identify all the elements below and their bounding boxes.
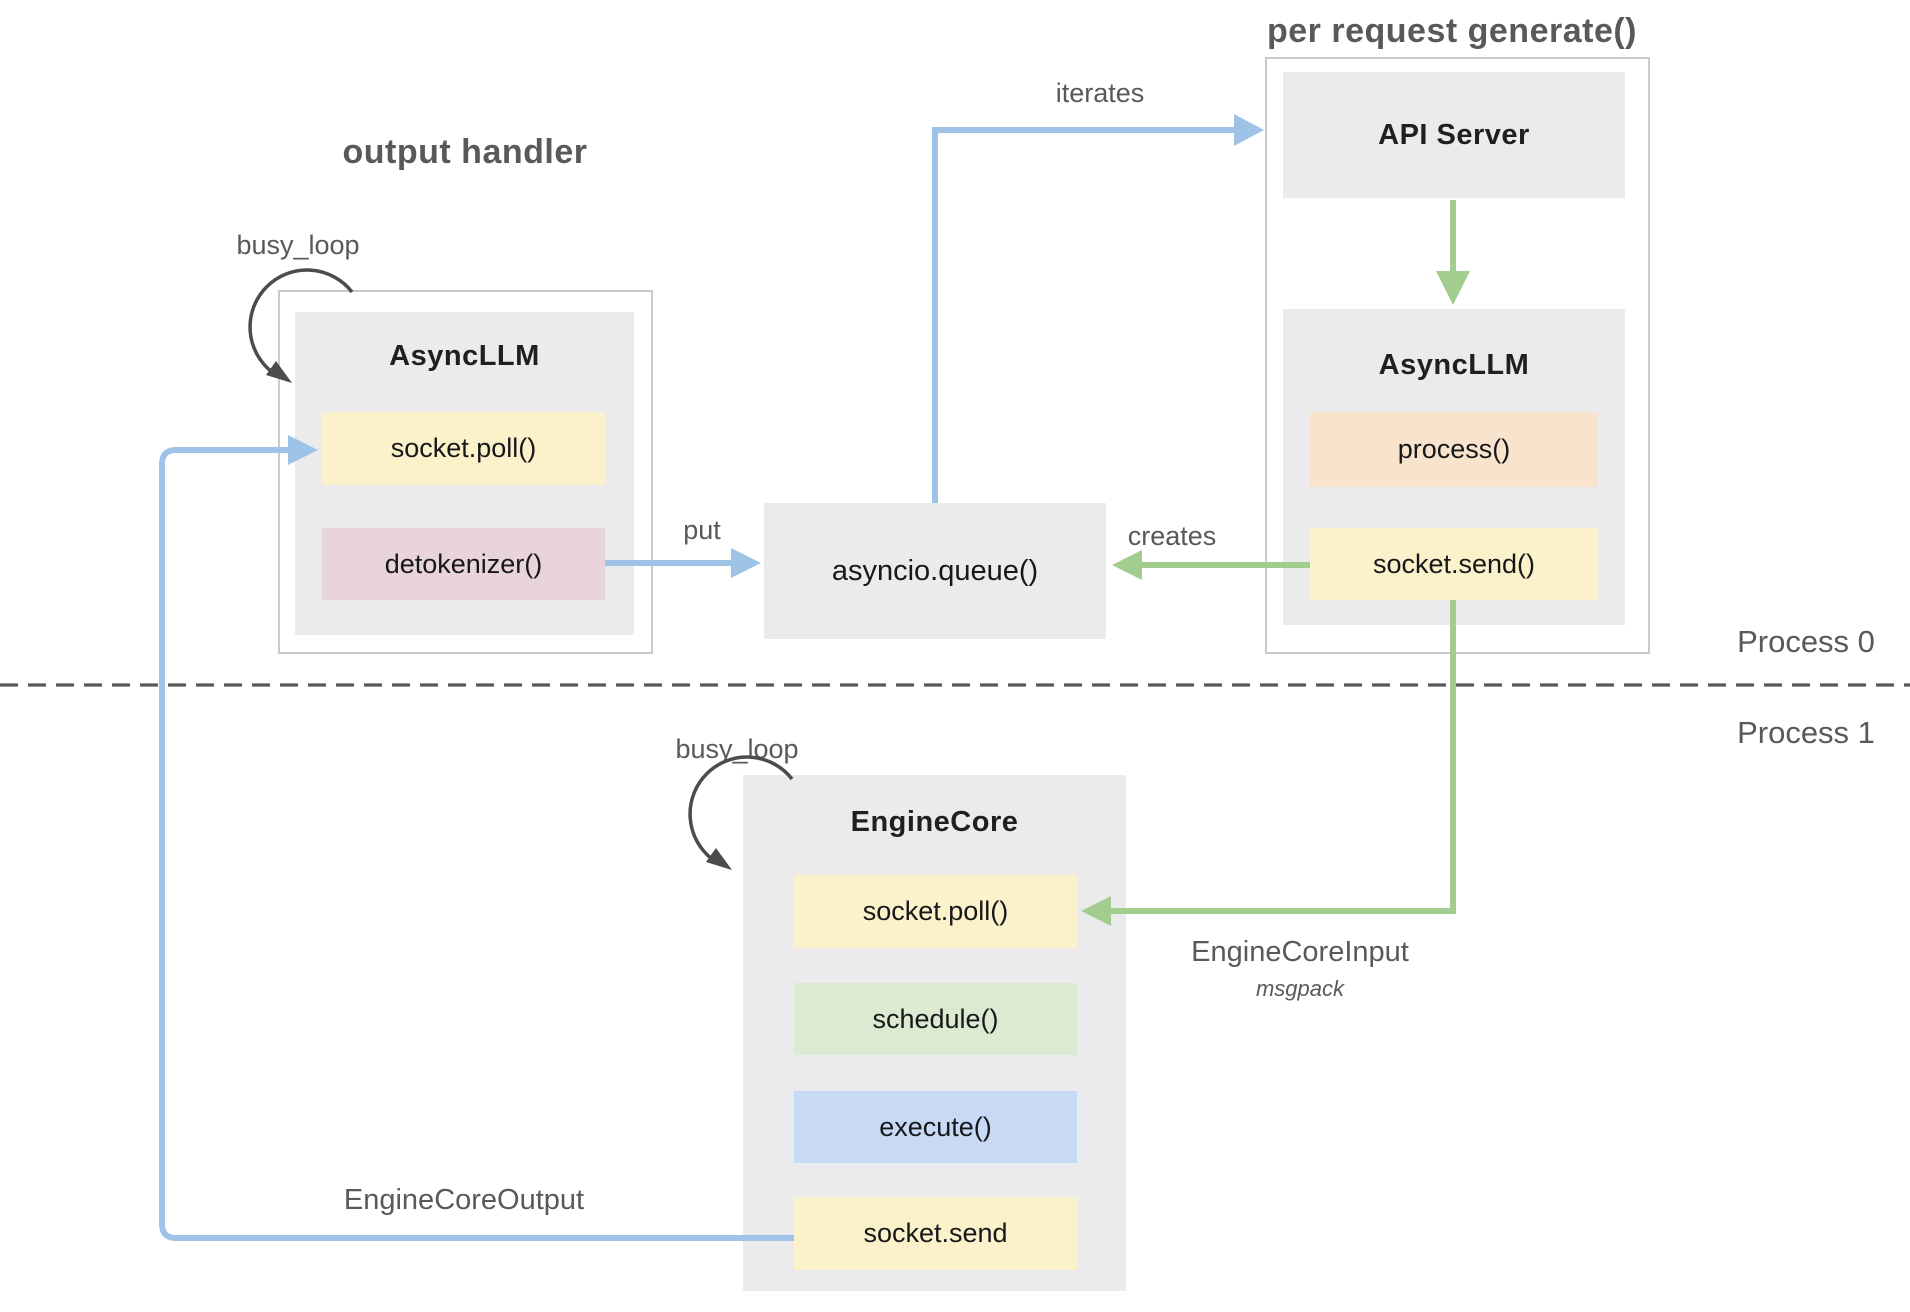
engine-socket-send-row: socket.send bbox=[794, 1197, 1077, 1270]
schedule-row: schedule() bbox=[794, 983, 1077, 1055]
busy-loop-bottom-label: busy_loop bbox=[675, 734, 799, 764]
engine-socket-poll-row: socket.poll() bbox=[794, 875, 1077, 948]
msgpack-label: msgpack bbox=[1255, 976, 1345, 1001]
right-socket-send-row: socket.send() bbox=[1310, 528, 1598, 600]
process-1-label: Process 1 bbox=[1737, 715, 1875, 750]
engine-core-input-label: EngineCoreInput bbox=[1191, 936, 1409, 968]
process-row: process() bbox=[1310, 412, 1598, 487]
output-handler-title: output handler bbox=[342, 133, 588, 171]
execute-row: execute() bbox=[794, 1091, 1077, 1163]
creates-label: creates bbox=[1127, 521, 1217, 551]
asyncio-queue-box: asyncio.queue() bbox=[764, 503, 1106, 639]
engine-core-title: EngineCore bbox=[850, 806, 1019, 838]
left-socket-poll-row: socket.poll() bbox=[322, 412, 605, 485]
async-llm-right-title: AsyncLLM bbox=[1378, 349, 1530, 381]
async-llm-left-title: AsyncLLM bbox=[389, 340, 540, 372]
engine-core-output-label: EngineCoreOutput bbox=[343, 1184, 585, 1216]
busy-loop-left-label: busy_loop bbox=[236, 230, 360, 260]
per-request-generate-title: per request generate() bbox=[1267, 12, 1637, 50]
iterates-arrow bbox=[932, 114, 1264, 503]
api-server-box: API Server bbox=[1283, 72, 1625, 198]
put-label: put bbox=[683, 515, 721, 545]
detokenizer-row: detokenizer() bbox=[322, 528, 605, 600]
iterates-label: iterates bbox=[1055, 78, 1145, 108]
process-0-label: Process 0 bbox=[1737, 624, 1875, 659]
api-server-title: API Server bbox=[1378, 118, 1530, 151]
